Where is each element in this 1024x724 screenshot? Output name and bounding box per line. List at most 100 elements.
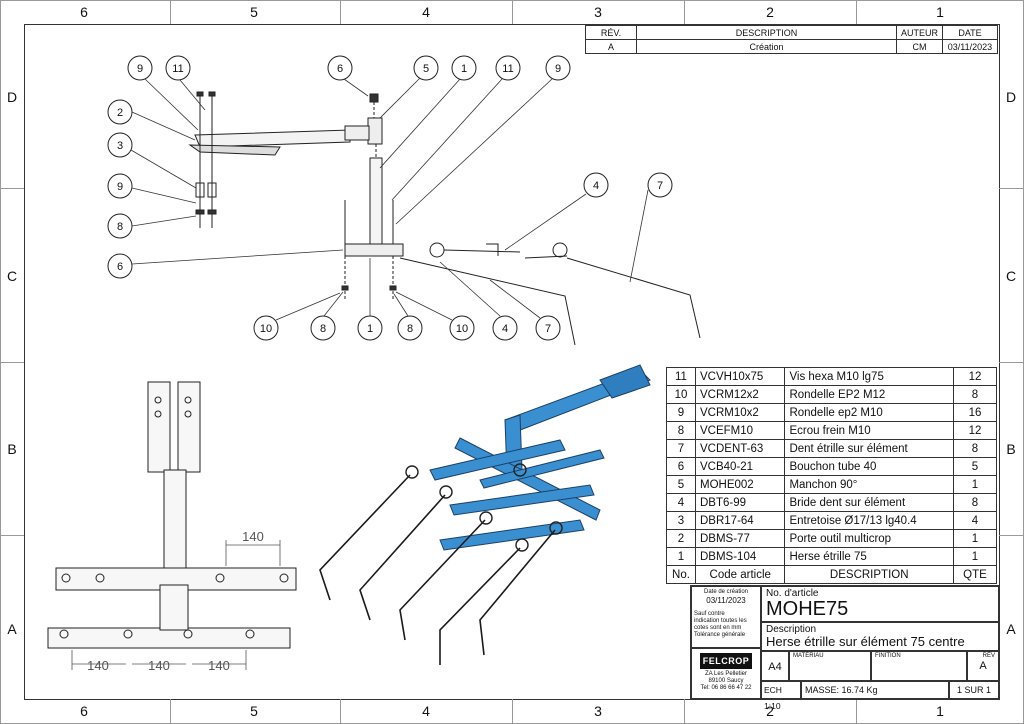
zone-col-label: 2 — [766, 703, 774, 719]
bom-cell: MOHE002 — [694, 475, 786, 494]
bom-cell: 8 — [953, 385, 997, 404]
bom-row: 6 VCB40-21 Bouchon tube 40 5 — [666, 457, 997, 476]
rev-cell: CM — [895, 39, 944, 54]
bom-cell: VCVH10x75 — [694, 367, 786, 386]
bom-cell: 9 — [666, 403, 696, 422]
zone-col-label: 1 — [936, 4, 944, 20]
zone-row-label: C — [6, 268, 18, 284]
bill-of-materials: 11 VCVH10x75 Vis hexa M10 lg75 12 10 VCR… — [666, 367, 997, 584]
bom-header: No. — [666, 565, 696, 584]
bom-row: 5 MOHE002 Manchon 90° 1 — [666, 475, 997, 494]
dimension-label: 140 — [87, 658, 109, 673]
bom-cell: DBMS-77 — [694, 529, 786, 548]
material-cell: MATÉRIAU — [789, 651, 871, 681]
bom-cell: DBT6-99 — [694, 493, 786, 512]
bom-header-row: No. Code article DESCRIPTION QTE — [666, 565, 997, 584]
zone-col-label: 5 — [250, 4, 258, 20]
bom-cell: 5 — [953, 457, 997, 476]
mass: MASSE: 16.74 Kg — [801, 681, 949, 699]
zone-col-label: 4 — [422, 703, 430, 719]
company-cell: FELCROP ZA Les Pelletier 89100 Saucy Tel… — [691, 648, 761, 699]
bom-row: 8 VCEFM10 Ecrou frein M10 12 — [666, 421, 997, 440]
felcrop-logo: FELCROP — [700, 653, 752, 669]
rev-cell: A — [585, 39, 637, 54]
bom-cell: DBMS-104 — [694, 547, 786, 566]
balloon-label: 9 — [137, 63, 143, 75]
description-label: Description — [766, 624, 817, 635]
balloon-label: 9 — [117, 181, 123, 193]
bom-cell: 10 — [666, 385, 696, 404]
zone-row-label: A — [7, 621, 17, 637]
date-cell: Date de création 03/11/2023 Sauf contre … — [691, 586, 761, 648]
bom-cell: Entretoise Ø17/13 lg40.4 — [784, 511, 954, 530]
bom-header: QTE — [953, 565, 997, 584]
balloon-label: 11 — [172, 63, 183, 75]
bom-header: DESCRIPTION — [784, 565, 954, 584]
rev-cell: 03/11/2023 — [942, 39, 998, 54]
paper-format: A4 — [761, 651, 789, 681]
creation-date: 03/11/2023 — [706, 596, 746, 605]
bom-cell: VCRM12x2 — [694, 385, 786, 404]
bom-cell: DBR17-64 — [694, 511, 786, 530]
finish-cell: FINITION — [871, 651, 967, 681]
bom-cell: Herse étrille 75 — [784, 547, 954, 566]
bom-cell: VCRM10x2 — [694, 403, 786, 422]
bom-cell: 2 — [666, 529, 696, 548]
zone-row-label: B — [7, 441, 17, 457]
bom-cell: Rondelle EP2 M12 — [784, 385, 954, 404]
zone-col-label: 4 — [422, 4, 430, 20]
zone-row-label: B — [1006, 441, 1016, 457]
zone-row-label: D — [1005, 89, 1017, 105]
zone-col-label: 6 — [80, 4, 88, 20]
bom-row: 7 VCDENT-63 Dent étrille sur élément 8 — [666, 439, 997, 458]
bom-cell: 12 — [953, 421, 997, 440]
scale: ECH 1:10 — [761, 681, 801, 711]
material-label: MATÉRIAU — [793, 653, 824, 659]
bom-cell: 8 — [666, 421, 696, 440]
dimension-label: 140 — [242, 529, 264, 544]
balloon-label: 8 — [117, 221, 123, 233]
bom-cell: VCDENT-63 — [694, 439, 786, 458]
rev-cell: RÉV A — [967, 651, 999, 681]
sheet-number: 1 SUR 1 — [949, 681, 999, 699]
bom-cell: 1 — [666, 547, 696, 566]
balloon-label: 10 — [456, 323, 468, 335]
balloon-label: 7 — [657, 180, 663, 192]
finish-label: FINITION — [875, 653, 901, 659]
bom-cell: 1 — [953, 475, 997, 494]
zone-col-label: 6 — [80, 703, 88, 719]
zone-row-label: D — [6, 89, 18, 105]
bom-header: Code article — [694, 565, 786, 584]
zone-row-label: A — [1006, 621, 1016, 637]
balloon-label: 11 — [502, 63, 513, 75]
bom-cell: 1 — [953, 529, 997, 548]
balloon-label: 1 — [461, 63, 467, 75]
balloon-label: 8 — [407, 323, 413, 335]
balloon-label: 4 — [502, 323, 508, 335]
bom-row: 2 DBMS-77 Porte outil multicrop 1 — [666, 529, 997, 548]
bom-cell: Manchon 90° — [784, 475, 954, 494]
article-label: No. d'article — [766, 588, 819, 599]
address-line: ZA Les Pelletier — [704, 671, 748, 677]
revision-table: RÉV. DESCRIPTION AUTEUR DATE A Création … — [585, 25, 998, 54]
zone-col-label: 1 — [936, 703, 944, 719]
balloon-label: 6 — [117, 261, 123, 273]
rev-label: RÉV — [982, 653, 995, 659]
dimension-label: 140 — [148, 658, 170, 673]
bom-cell: Rondelle ep2 M10 — [784, 403, 954, 422]
balloon-label: 7 — [545, 323, 551, 335]
isometric-view — [319, 364, 651, 665]
balloon-label: 2 — [117, 107, 123, 119]
bom-row: 4 DBT6-99 Bride dent sur élément 8 — [666, 493, 997, 512]
date-label: Date de création — [703, 589, 749, 595]
tolerance-note: cotes sont en mm — [694, 625, 742, 631]
zone-col-label: 3 — [594, 703, 602, 719]
balloon-label: 6 — [337, 63, 343, 75]
bom-cell: Bouchon tube 40 — [784, 457, 954, 476]
front-view — [47, 381, 297, 649]
bom-row: 10 VCRM12x2 Rondelle EP2 M12 8 — [666, 385, 997, 404]
bom-cell: Bride dent sur élément — [784, 493, 954, 512]
address-line: 89100 Saucy — [708, 678, 744, 684]
article-number: MOHE75 — [766, 598, 849, 620]
